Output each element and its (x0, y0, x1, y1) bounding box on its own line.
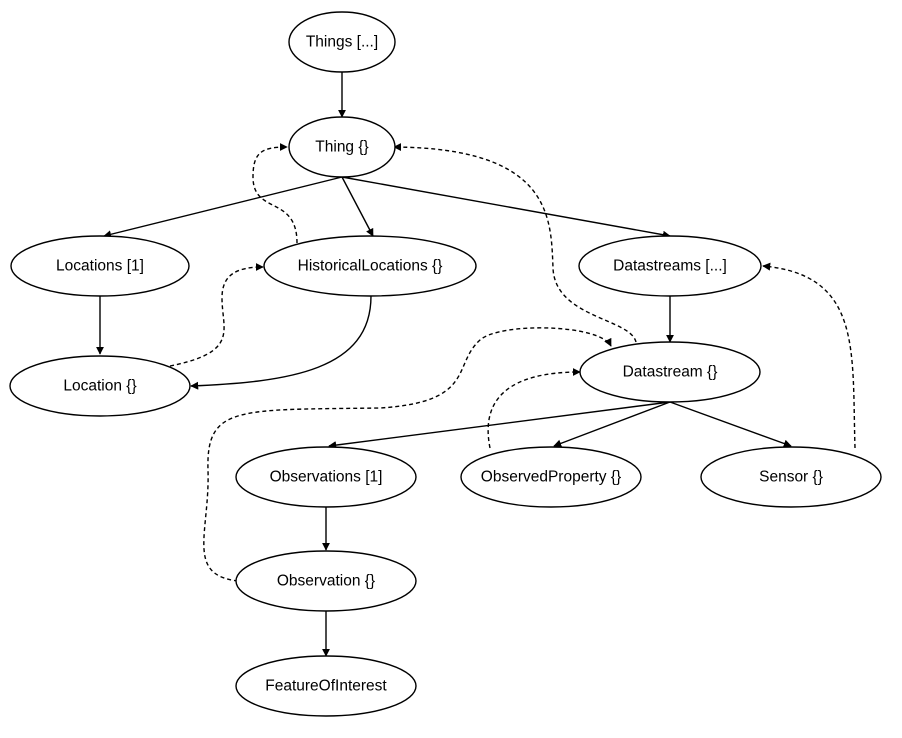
node-historical-locations: HistoricalLocations {} (263, 235, 477, 297)
node-things-label: Things [...] (306, 34, 378, 51)
edge-observation-to-datastream (203, 327, 612, 582)
node-feature-of-interest: FeatureOfInterest (235, 655, 417, 717)
node-location-label: Location {} (63, 378, 136, 395)
node-observed-property: ObservedProperty {} (460, 446, 642, 508)
edge-historical-locations-to-thing (252, 143, 298, 244)
edge-thing-to-datastreams (341, 176, 671, 239)
node-observation: Observation {} (235, 550, 417, 612)
node-sensor-label: Sensor {} (759, 469, 823, 486)
edge-observed-property-to-datastream (487, 368, 581, 449)
edge-thing-to-locations (103, 176, 343, 239)
node-datastream: Datastream {} (579, 341, 761, 403)
edge-datastream-to-sensor (669, 401, 792, 448)
node-observations-label: Observations [1] (270, 469, 383, 486)
edge-datastream-to-thing (393, 143, 637, 343)
node-locations: Locations [1] (10, 235, 190, 297)
node-datastreams-label: Datastreams [...] (613, 258, 727, 275)
node-datastream-label: Datastream {} (623, 364, 718, 381)
edge-datastream-to-observed-property (553, 401, 671, 448)
node-thing-label: Thing {} (315, 139, 368, 156)
edge-datastream-to-observations (328, 401, 671, 450)
edge-historical-locations-to-location (190, 295, 372, 390)
node-things: Things [...] (288, 11, 396, 73)
node-observed-property-label: ObservedProperty {} (481, 469, 621, 486)
node-feature-of-interest-label: FeatureOfInterest (265, 678, 387, 695)
node-locations-label: Locations [1] (56, 258, 144, 275)
edge-location-to-historical-locations (169, 263, 264, 367)
node-location: Location {} (9, 355, 191, 417)
edge-sensor-to-datastreams (762, 262, 856, 449)
node-datastreams: Datastreams [...] (578, 235, 762, 297)
node-observation-label: Observation {} (277, 573, 375, 590)
node-sensor: Sensor {} (700, 446, 882, 508)
node-thing: Thing {} (288, 116, 396, 178)
node-historical-locations-label: HistoricalLocations {} (298, 258, 443, 275)
node-observations: Observations [1] (235, 446, 417, 508)
edge-thing-to-historical-locations (341, 176, 374, 237)
